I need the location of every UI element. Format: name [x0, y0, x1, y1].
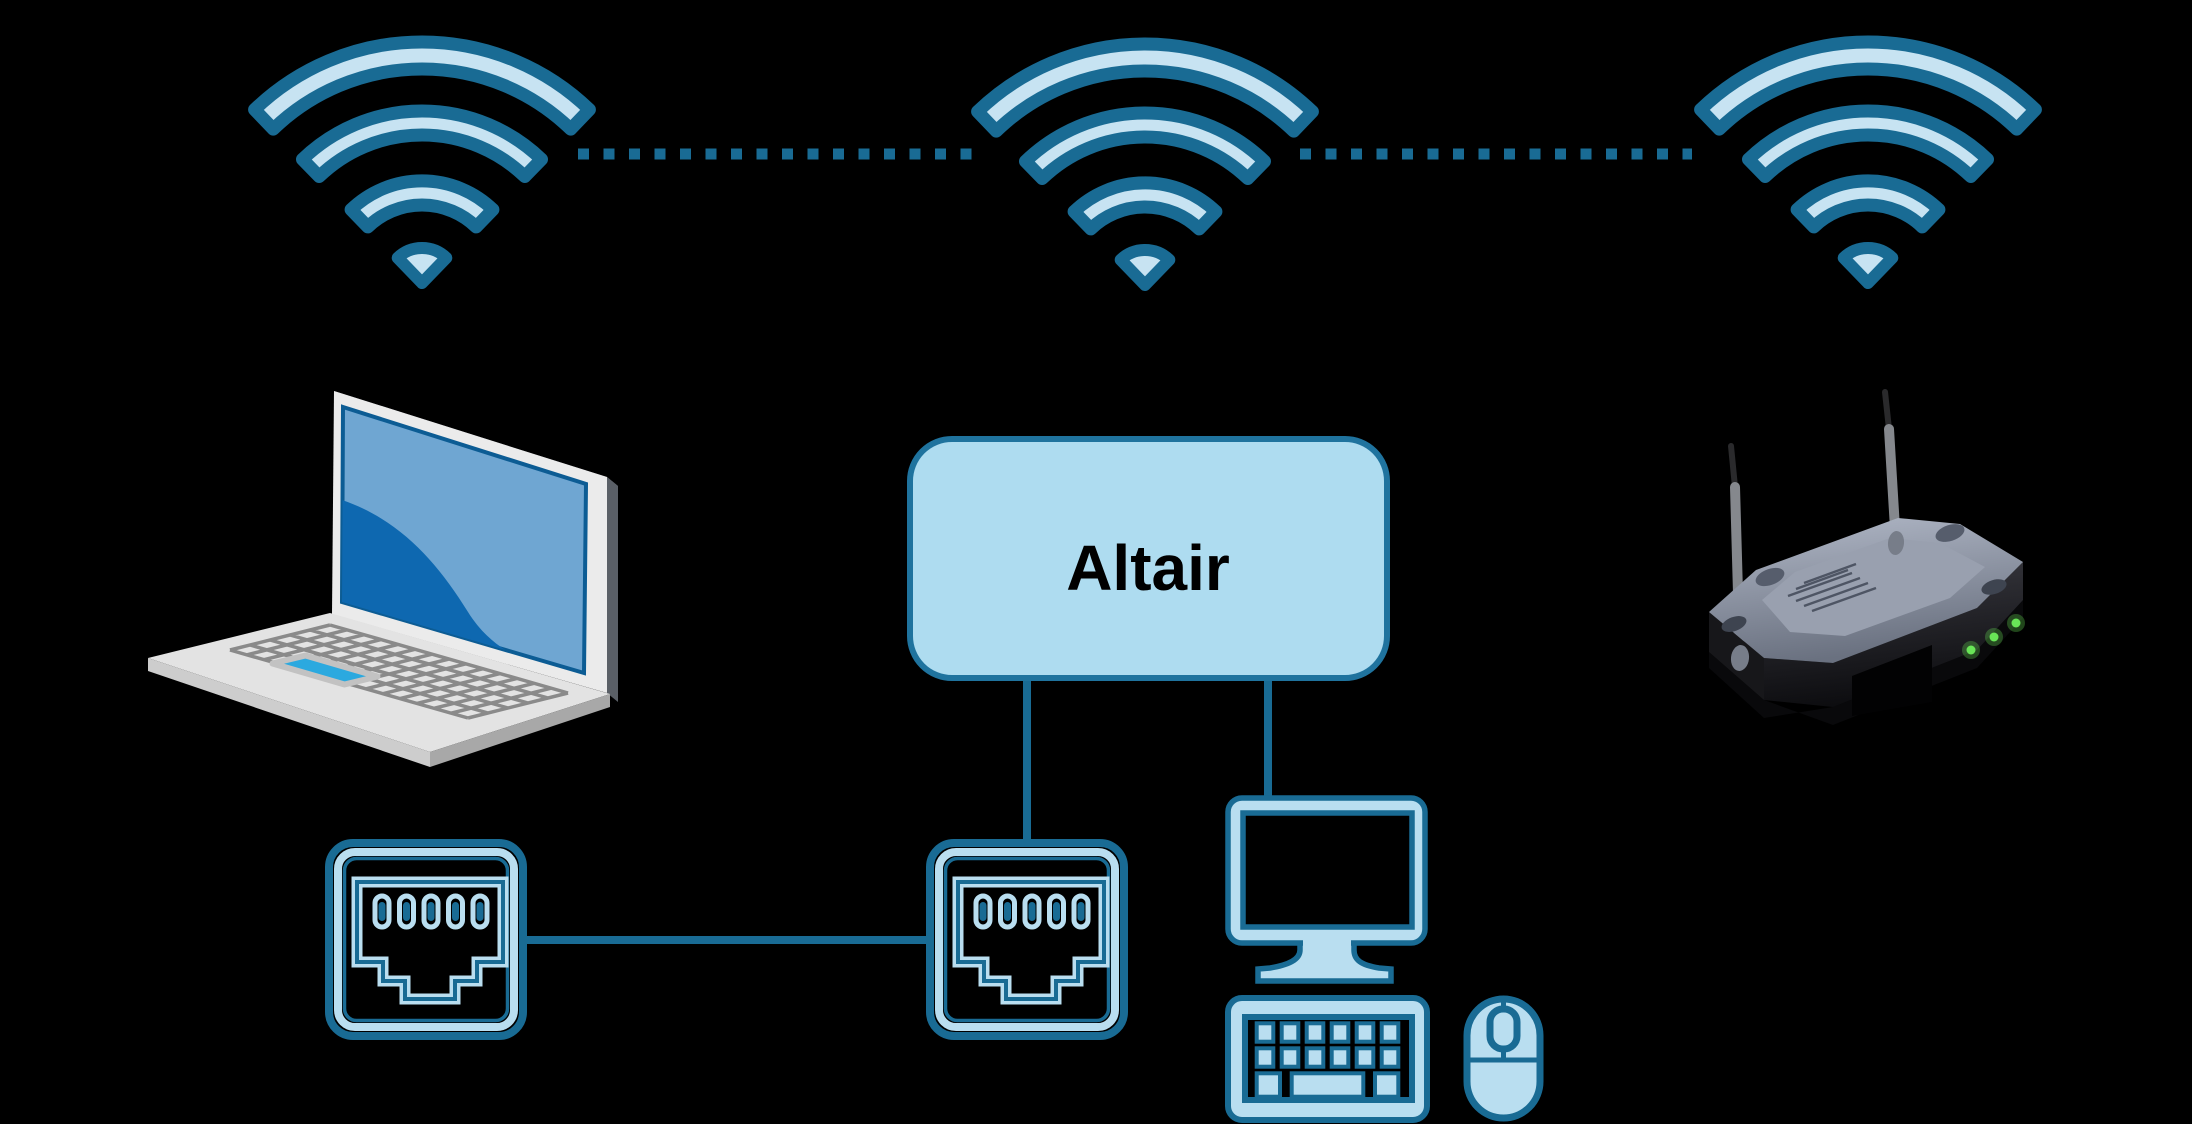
- laptop-trackpad: [269, 652, 381, 688]
- mouse-icon: [1463, 995, 1544, 1122]
- router-body: [1709, 518, 2025, 725]
- altair-label: Altair: [1066, 532, 1230, 604]
- laptop-base: [148, 613, 610, 767]
- mouse-scroll-wheel: [1486, 1005, 1521, 1053]
- monitor-stand: [1255, 938, 1394, 984]
- ethernet-port-left-icon: [329, 843, 523, 1036]
- monitor-screen: [1240, 810, 1415, 930]
- router-led-lights: [1962, 614, 2025, 659]
- router-antenna-mount-left: [1730, 645, 1750, 671]
- router-antenna-mount-right: [1887, 531, 1905, 555]
- monitor-icon: [1225, 795, 1428, 984]
- keyboard-keys: [1254, 1021, 1401, 1099]
- router-icon: [1709, 389, 2025, 725]
- wifi-signal-left-icon: [255, 42, 590, 283]
- altair-node: Altair: [907, 436, 1390, 681]
- laptop-icon: [148, 391, 618, 767]
- wifi-signal-middle-icon: [978, 44, 1313, 285]
- keyboard-spacebar: [1289, 1071, 1366, 1099]
- wifi-signal-right-icon: [1701, 42, 2036, 283]
- altair-box: [907, 436, 1390, 681]
- laptop-lid: [332, 391, 618, 702]
- desktop-computer-icon: [1225, 795, 1544, 1123]
- laptop-screen-wave: [342, 500, 586, 673]
- ethernet-port-right-icon: [930, 843, 1124, 1036]
- router-vent-grille: [1787, 562, 1877, 613]
- keyboard-icon: [1225, 995, 1430, 1123]
